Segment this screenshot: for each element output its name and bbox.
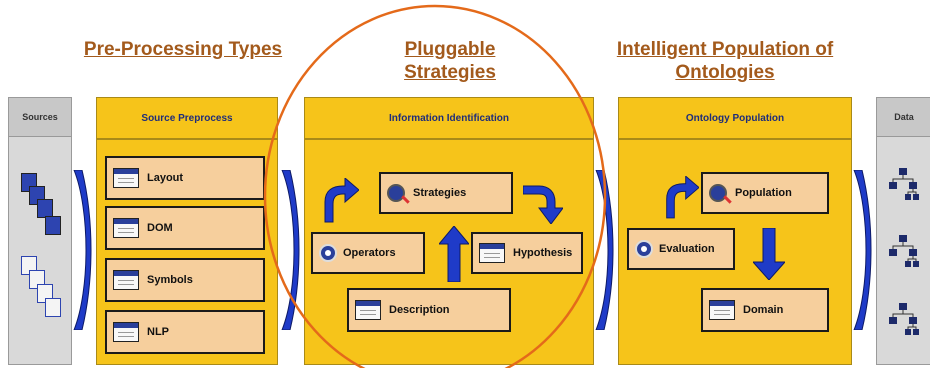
- magnifier-icon: [387, 184, 405, 202]
- data-panel: Data: [876, 97, 930, 365]
- window-icon: [709, 300, 735, 320]
- operators-box: Operators: [311, 232, 425, 274]
- hypothesis-label: Hypothesis: [513, 247, 573, 259]
- tree-icon: [889, 235, 919, 267]
- operators-label: Operators: [343, 247, 396, 259]
- layout-box: Layout: [105, 156, 265, 200]
- curved-arrow-up-icon: [666, 176, 699, 219]
- window-icon: [113, 322, 139, 342]
- heading-intelligent-text: Intelligent Population of Ontologies: [616, 39, 834, 83]
- source-preprocess-title: Source Preprocess: [97, 98, 277, 140]
- description-box: Description: [347, 288, 511, 332]
- flow-chevron-icon: [73, 170, 92, 330]
- evaluation-label: Evaluation: [659, 243, 715, 255]
- window-icon: [479, 243, 505, 263]
- domain-label: Domain: [743, 304, 784, 316]
- tree-icon: [889, 168, 919, 200]
- dom-label: DOM: [147, 222, 173, 234]
- domain-box: Domain: [701, 288, 829, 332]
- tree-icon: [889, 303, 919, 335]
- text-document-icon: [45, 298, 61, 317]
- symbols-label: Symbols: [147, 274, 193, 286]
- operator-icon: [635, 240, 653, 258]
- ontology-population-title: Ontology Population: [619, 98, 851, 140]
- heading-preprocessing-text: Pre-Processing Types: [83, 39, 283, 60]
- window-icon: [113, 270, 139, 290]
- sources-panel: Sources: [8, 97, 72, 365]
- data-title: Data: [877, 98, 930, 137]
- heading-pluggable-text: Pluggable Strategies: [404, 39, 496, 83]
- heading-intelligent: Intelligent Population of Ontologies: [590, 38, 860, 84]
- hypothesis-box: Hypothesis: [471, 232, 583, 274]
- strategies-label: Strategies: [413, 187, 467, 199]
- flow-chevron-icon: [595, 170, 614, 330]
- sources-title: Sources: [9, 98, 71, 137]
- heading-preprocessing: Pre-Processing Types: [78, 38, 288, 61]
- population-label: Population: [735, 187, 792, 199]
- ontology-population-panel: Ontology Population Population Evaluatio…: [618, 97, 852, 365]
- flow-chevron-icon: [281, 170, 300, 330]
- arrow-down-icon: [753, 228, 785, 280]
- curved-arrow-down-icon: [523, 185, 563, 224]
- magnifier-icon: [709, 184, 727, 202]
- evaluation-box: Evaluation: [627, 228, 735, 270]
- strategies-box: Strategies: [379, 172, 513, 214]
- nlp-box: NLP: [105, 310, 265, 354]
- information-identification-panel: Information Identification Strategies Op…: [304, 97, 594, 365]
- layout-label: Layout: [147, 172, 184, 184]
- heading-pluggable: Pluggable Strategies: [370, 38, 530, 84]
- curved-arrow-up-icon: [324, 178, 359, 223]
- source-preprocess-panel: Source Preprocess Layout DOM Symbols NLP: [96, 97, 278, 365]
- dom-box: DOM: [105, 206, 265, 250]
- flow-chevron-icon: [853, 170, 872, 330]
- document-icon: [45, 216, 61, 235]
- nlp-label: NLP: [147, 326, 169, 338]
- population-box: Population: [701, 172, 829, 214]
- window-icon: [355, 300, 381, 320]
- description-label: Description: [389, 304, 450, 316]
- information-identification-title: Information Identification: [305, 98, 593, 140]
- arrow-up-icon: [439, 226, 469, 282]
- window-icon: [113, 168, 139, 188]
- window-icon: [113, 218, 139, 238]
- symbols-box: Symbols: [105, 258, 265, 302]
- operator-icon: [319, 244, 337, 262]
